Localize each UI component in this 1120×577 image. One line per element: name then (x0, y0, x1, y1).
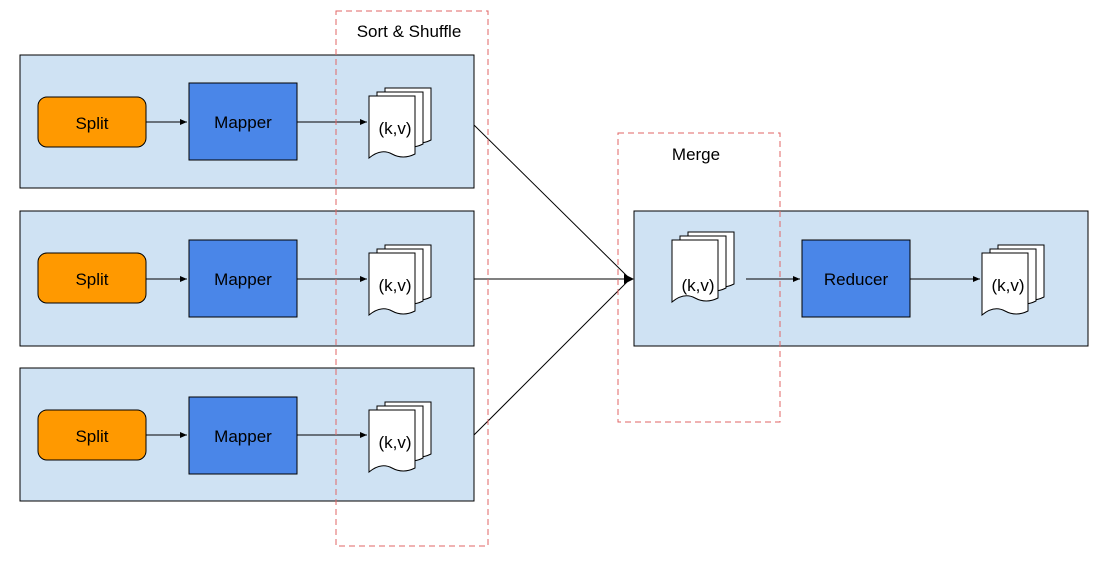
merge-arrowhead (624, 274, 634, 284)
kv-label: (k,v) (681, 276, 714, 295)
kv-label: (k,v) (991, 276, 1024, 295)
shuffle-line (473, 278, 631, 436)
mapper-label: Mapper (214, 270, 272, 289)
reducer-box (801, 239, 911, 318)
mapper-row-1: Split Mapper (k,v) (19, 54, 475, 189)
split-label: Split (75, 427, 108, 446)
mapper-box (188, 239, 298, 318)
sort-shuffle-region (335, 10, 489, 547)
reducer-row: (k,v) Reducer (k,v) (633, 210, 1089, 347)
sort-shuffle-label: Sort & Shuffle (357, 22, 462, 41)
mapper-label: Mapper (214, 427, 272, 446)
split-box (37, 252, 147, 304)
mapper-row-2: Split Mapper (k,v) (19, 210, 475, 347)
merge-label: Merge (672, 145, 720, 164)
mapper-box (188, 396, 298, 475)
reducer-label: Reducer (824, 270, 889, 289)
shuffle-line (473, 124, 631, 280)
mapper-label: Mapper (214, 113, 272, 132)
kv-label: (k,v) (378, 433, 411, 452)
kv-label: (k,v) (378, 119, 411, 138)
split-label: Split (75, 270, 108, 289)
kv-label: (k,v) (378, 276, 411, 295)
split-label: Split (75, 114, 108, 133)
mapper-box (188, 82, 298, 161)
merge-region (617, 132, 781, 423)
mapper-row-3: Split Mapper (k,v) (19, 367, 475, 502)
